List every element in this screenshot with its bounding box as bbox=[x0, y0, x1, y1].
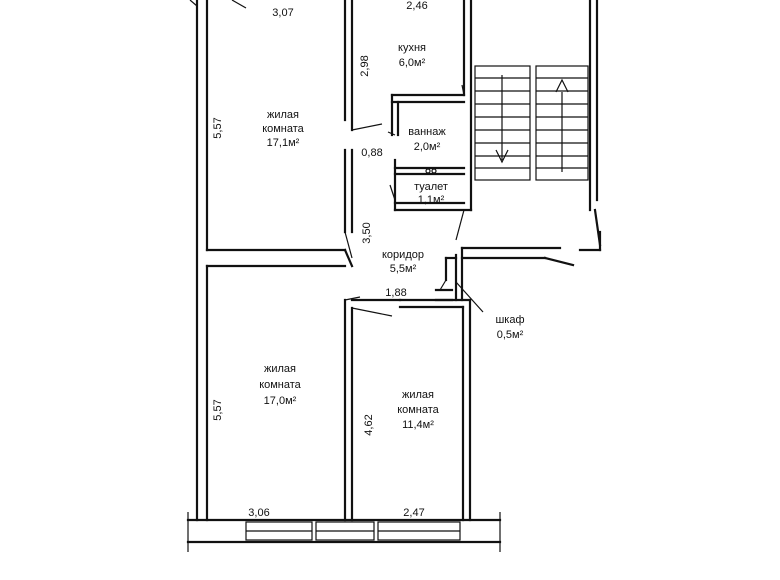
walls bbox=[189, 0, 602, 522]
room-bathroom-area: 2,0м² bbox=[414, 141, 441, 153]
room-living-top-line1: жилая bbox=[267, 109, 299, 121]
dim-kitchen-depth: 2,98 bbox=[359, 55, 371, 76]
room-living-bottom-left: жилая комната 17,0м² bbox=[259, 363, 301, 407]
room-living-bottom-right-line2: комната bbox=[397, 404, 439, 416]
dim-corridor-depth: 3,50 bbox=[361, 222, 373, 243]
room-bathroom: ваннаж 2,0м² bbox=[408, 126, 446, 153]
room-corridor-area: 5,5м² bbox=[390, 263, 417, 275]
dim-corridor-width: 1,88 bbox=[385, 287, 406, 299]
dim-top-left-depth: 5,57 bbox=[212, 117, 224, 138]
room-kitchen-area: 6,0м² bbox=[399, 57, 426, 69]
room-toilet-area: 1,1м² bbox=[418, 194, 445, 206]
bottom-window-strip bbox=[186, 512, 502, 552]
staircase bbox=[474, 65, 589, 181]
room-living-bottom-left-line2: комната bbox=[259, 379, 301, 391]
dim-bath-door: 0,88 bbox=[361, 147, 382, 159]
room-living-bottom-left-area: 17,0м² bbox=[264, 395, 297, 407]
room-kitchen-name: кухня bbox=[398, 42, 426, 54]
room-living-bottom-right-area: 11,4м² bbox=[402, 419, 434, 431]
room-corridor-name: коридор bbox=[382, 249, 424, 261]
room-toilet: туалет 1,1м² bbox=[414, 181, 448, 206]
dim-kitchen-width: 2,46 bbox=[406, 0, 427, 12]
room-kitchen: кухня 6,0м² bbox=[398, 42, 426, 69]
dim-top-left-width: 3,07 bbox=[272, 7, 293, 19]
room-living-bottom-right-line1: жилая bbox=[402, 389, 434, 401]
room-living-top-line2: комната bbox=[262, 123, 304, 135]
room-living-bottom-right: жилая комната 11,4м² bbox=[397, 389, 439, 431]
dim-bottom-left-width: 3,06 bbox=[248, 507, 269, 519]
dim-bottom-right-depth: 4,62 bbox=[363, 414, 375, 435]
room-closet: шкаф 0,5м² bbox=[455, 281, 525, 341]
room-corridor: коридор 5,5м² bbox=[382, 249, 424, 275]
room-toilet-name: туалет bbox=[414, 181, 448, 193]
doors bbox=[344, 84, 465, 317]
room-living-top: жилая комната 17,1м² bbox=[262, 109, 304, 149]
plumbing-fixture-marks bbox=[425, 168, 437, 174]
dim-bottom-left-depth: 5,57 bbox=[212, 399, 224, 420]
room-closet-name: шкаф bbox=[495, 314, 524, 326]
room-living-bottom-left-line1: жилая bbox=[264, 363, 296, 375]
dimensions: 3,07 2,46 2,98 5,57 0,88 3,50 1,88 5,57 … bbox=[212, 0, 428, 519]
room-living-top-area: 17,1м² bbox=[267, 137, 300, 149]
dim-bottom-right-width: 2,47 bbox=[403, 507, 424, 519]
room-closet-area: 0,5м² bbox=[497, 329, 524, 341]
room-bathroom-name: ваннаж bbox=[408, 126, 446, 138]
